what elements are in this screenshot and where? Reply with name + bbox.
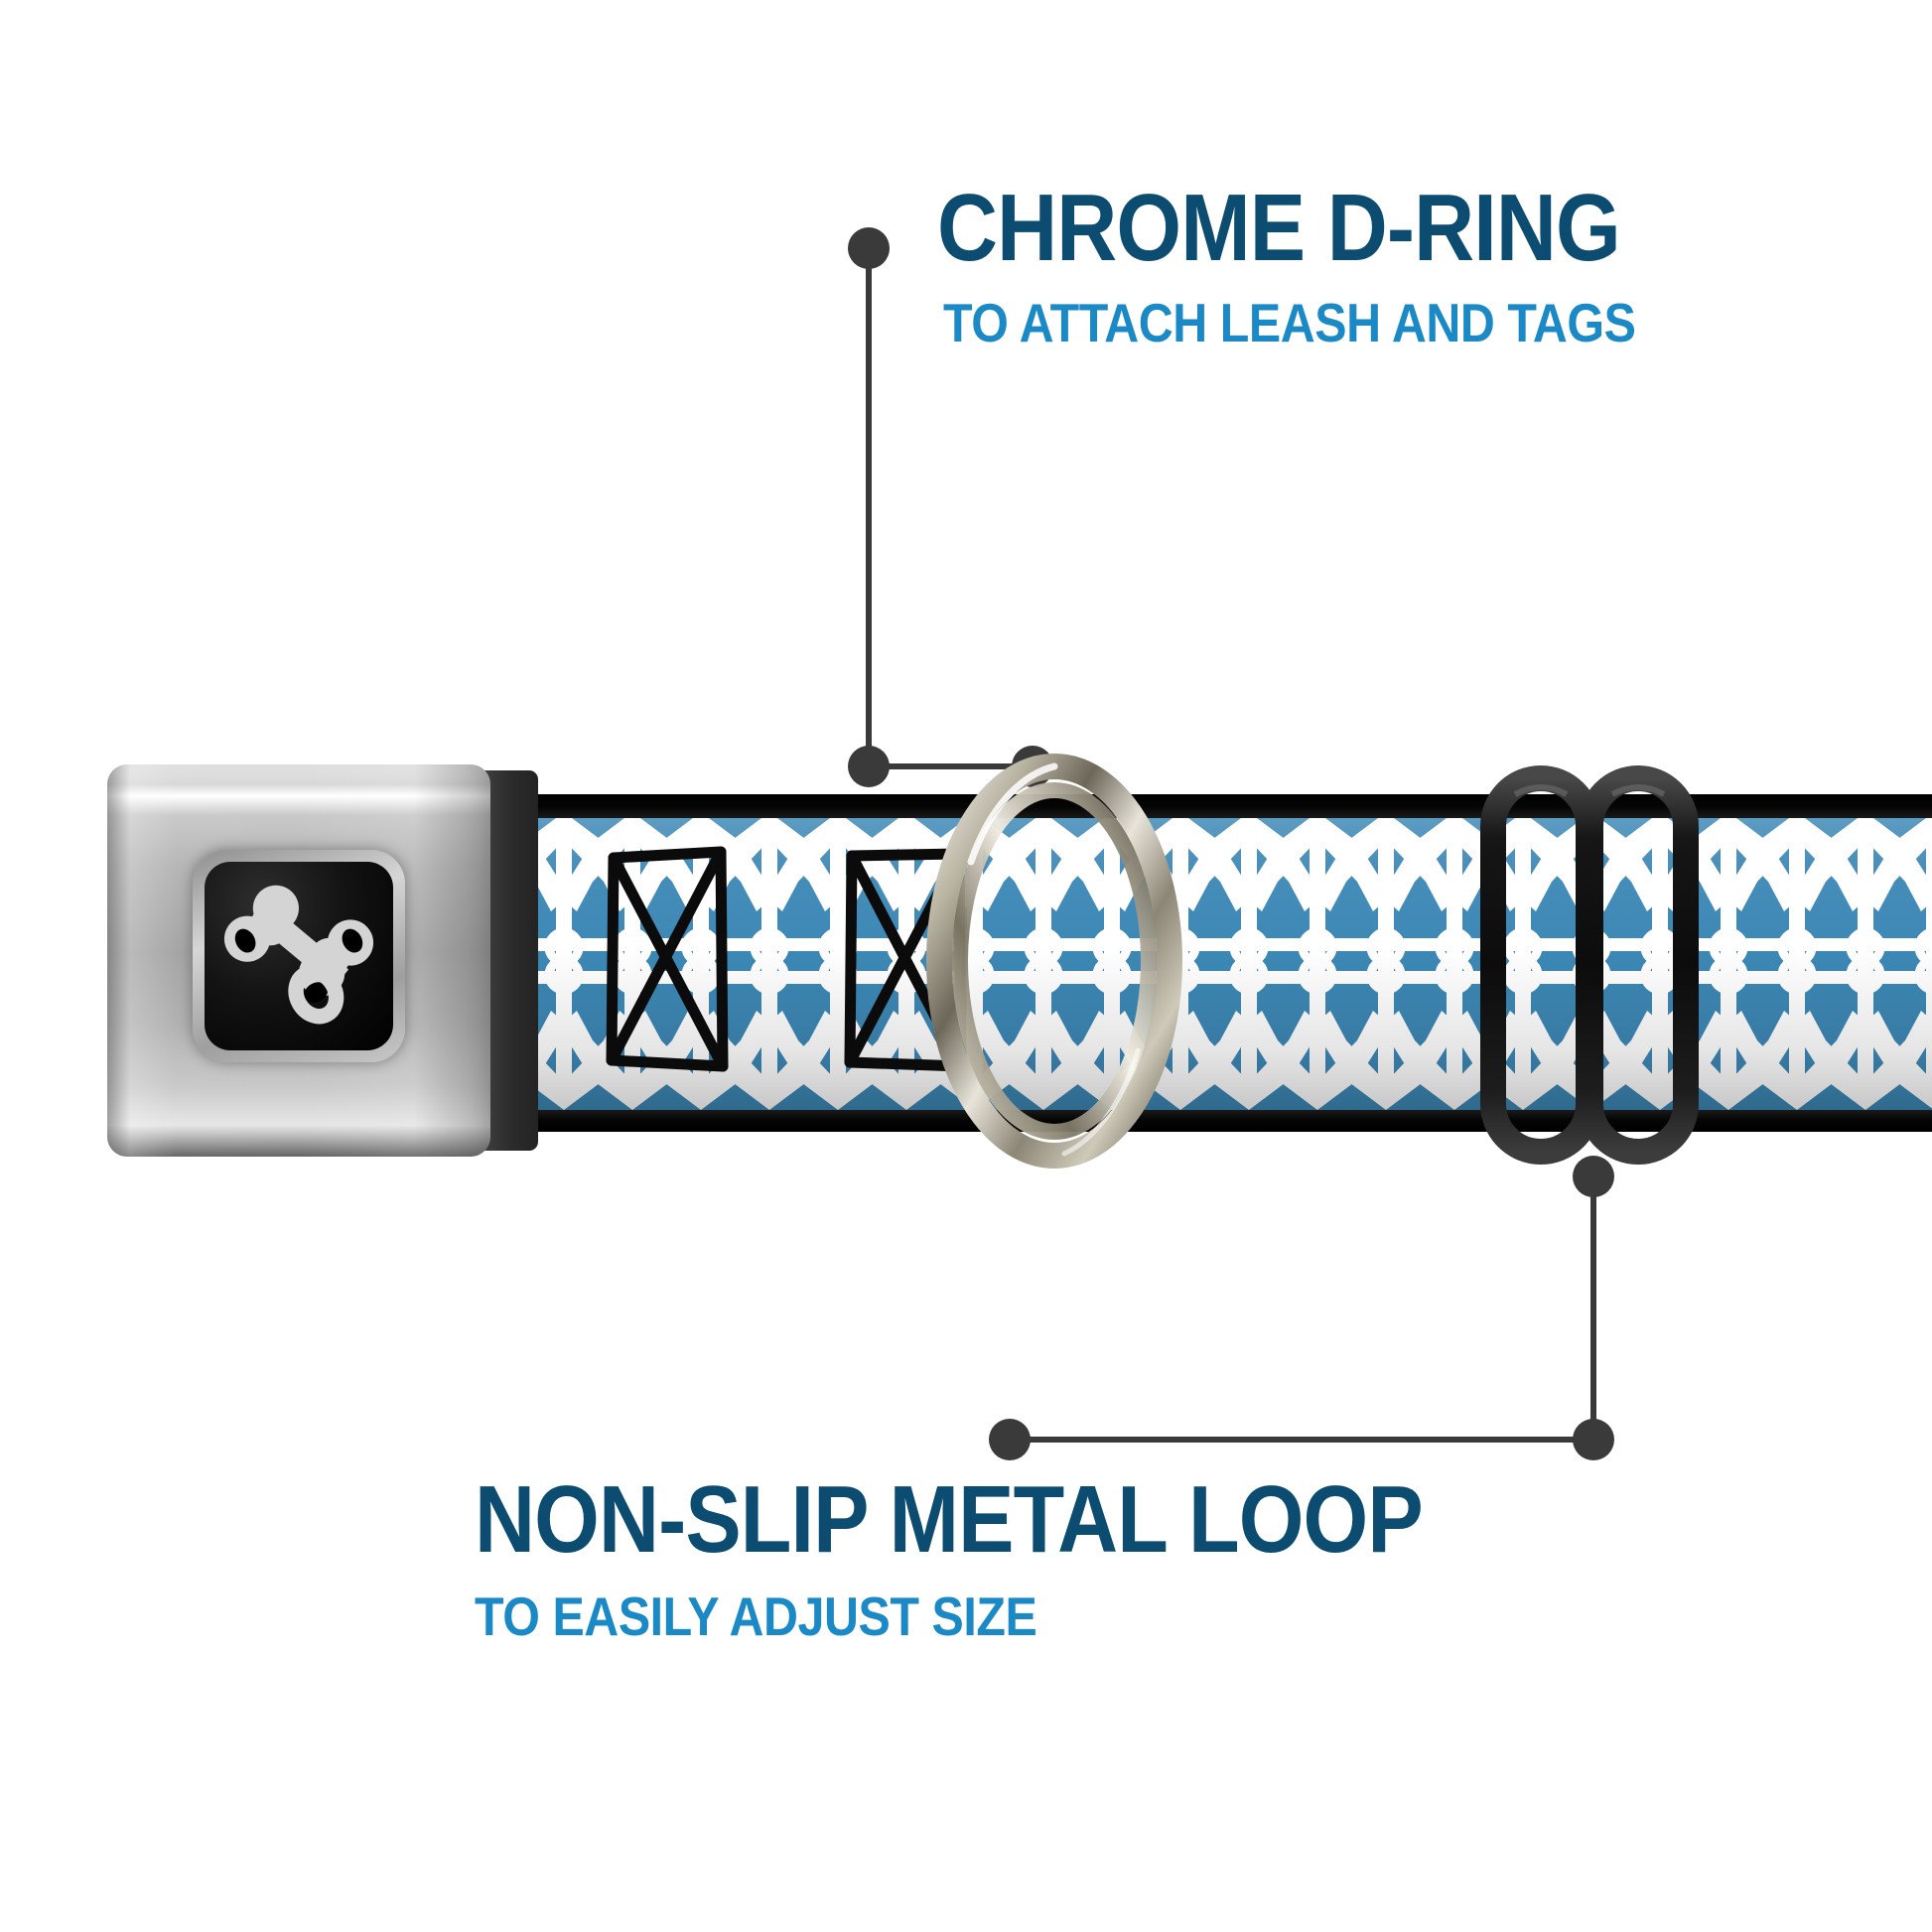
- buckle-chrome-body: [107, 764, 490, 1157]
- buckle-logo-window: [205, 862, 393, 1050]
- callout-title-chrome-d-ring: CHROME D-RING: [937, 175, 1621, 281]
- seatbelt-buckle: [107, 764, 538, 1157]
- callout-subtitle-chrome-d-ring: TO ATTACH LEASH AND TAGS: [943, 292, 1636, 353]
- stitch-box-1: [606, 846, 729, 1072]
- dring-leader-dot-elbow: [848, 746, 890, 787]
- strap-edge-bottom: [427, 1110, 1932, 1132]
- callout-subtitle-non-slip-metal-loop: TO EASILY ADJUST SIZE: [475, 1586, 1037, 1647]
- dring-leader-vertical: [866, 248, 872, 766]
- loop-leader-dot-target: [1573, 1156, 1614, 1197]
- dring-leader-dot-top: [848, 227, 890, 269]
- d-ring: [926, 754, 1182, 1169]
- loop-leader-dot-elbow: [1573, 1419, 1614, 1460]
- loop-leader-horizontal: [1008, 1437, 1593, 1443]
- loop-leader-dot-end: [989, 1419, 1031, 1460]
- dog-bone-icon: [223, 885, 374, 1025]
- loop-leader-vertical: [1590, 1176, 1596, 1443]
- non-slip-metal-loop: [1480, 765, 1699, 1165]
- dring-leader-horizontal: [869, 763, 1035, 769]
- callout-title-non-slip-metal-loop: NON-SLIP METAL LOOP: [475, 1466, 1424, 1573]
